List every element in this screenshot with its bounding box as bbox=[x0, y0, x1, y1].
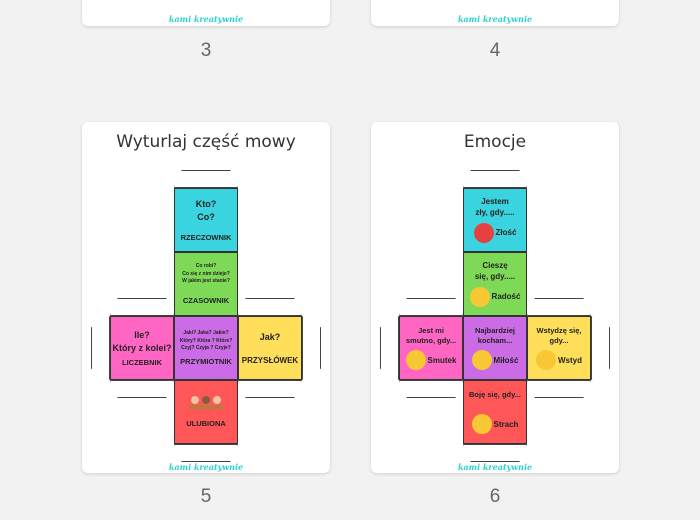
fold-tab bbox=[174, 444, 238, 462]
cube-face-liczebnik: Ile? Który z kolei? LICZEBNIK bbox=[110, 316, 174, 380]
cube-face-strach: Boję się, gdy... Strach bbox=[463, 380, 527, 444]
cube-face-czasownik: Co robi? Co się z nim dzieje? W jakim je… bbox=[174, 252, 238, 316]
cube-face-smutek: Jest mi smutno, gdy... Smutek bbox=[399, 316, 463, 380]
fold-tab bbox=[110, 380, 174, 398]
cube-face-ulubiona: ULUBIONA bbox=[174, 380, 238, 444]
fold-tab bbox=[238, 298, 302, 316]
fold-tab bbox=[302, 316, 321, 380]
page-number-5: 5 bbox=[200, 486, 212, 507]
fold-tab bbox=[527, 298, 591, 316]
cube-face-przymiotnik: Jaki? Jaka? Jakie? Który? Która ? Które?… bbox=[174, 316, 238, 380]
page-number-4: 4 bbox=[489, 40, 501, 61]
fold-tab bbox=[110, 298, 174, 316]
fold-tab bbox=[463, 444, 527, 462]
brand-watermark: kami kreatywnie bbox=[457, 462, 533, 472]
cube-face-milosc: Najbardziej kocham... Miłość bbox=[463, 316, 527, 380]
card-title: Emocje bbox=[463, 132, 527, 152]
page-card-4[interactable]: kami kreatywnie bbox=[371, 0, 619, 26]
pleading-face-icon bbox=[471, 414, 492, 435]
angry-face-icon bbox=[473, 222, 494, 243]
page-card-6[interactable]: Emocje Jestem zły, gdy..... Złość Cieszę… bbox=[371, 122, 619, 473]
flushed-face-icon bbox=[536, 350, 556, 371]
heart-eyes-face-icon bbox=[471, 350, 492, 371]
page-card-5[interactable]: Wyturlaj część mowy Kto? Co? RZECZOWNIK … bbox=[82, 122, 330, 473]
fold-tab bbox=[174, 170, 238, 188]
brand-watermark: kami kreatywnie bbox=[168, 462, 244, 472]
cube-face-radosc: Cieszę się, gdy..... Radość bbox=[463, 252, 527, 316]
grinning-face-icon bbox=[469, 286, 490, 307]
page-number-3: 3 bbox=[200, 40, 212, 61]
fold-tab bbox=[380, 316, 399, 380]
page-number-6: 6 bbox=[489, 486, 501, 507]
crying-face-icon bbox=[405, 350, 426, 371]
cube-face-przyslowek: Jak? PRZYSŁÓWEK bbox=[238, 316, 302, 380]
fold-tab bbox=[91, 316, 110, 380]
brand-watermark: kami kreatywnie bbox=[457, 14, 533, 24]
fold-tab bbox=[238, 380, 302, 398]
cube-face-wstyd: Wstydzę się, gdy... Wstyd bbox=[527, 316, 591, 380]
fold-tab bbox=[399, 380, 463, 398]
kids-icon bbox=[191, 396, 221, 404]
brand-watermark: kami kreatywnie bbox=[168, 14, 244, 24]
page-card-3[interactable]: kami kreatywnie bbox=[82, 0, 330, 26]
fold-tab bbox=[527, 380, 591, 398]
fold-tab bbox=[591, 316, 610, 380]
cube-face-zlosc: Jestem zły, gdy..... Złość bbox=[463, 188, 527, 252]
desk-icon bbox=[189, 405, 223, 409]
card-title: Wyturlaj część mowy bbox=[116, 132, 296, 152]
cube-face-rzeczownik: Kto? Co? RZECZOWNIK bbox=[174, 188, 238, 252]
fold-tab bbox=[463, 170, 527, 188]
fold-tab bbox=[399, 298, 463, 316]
